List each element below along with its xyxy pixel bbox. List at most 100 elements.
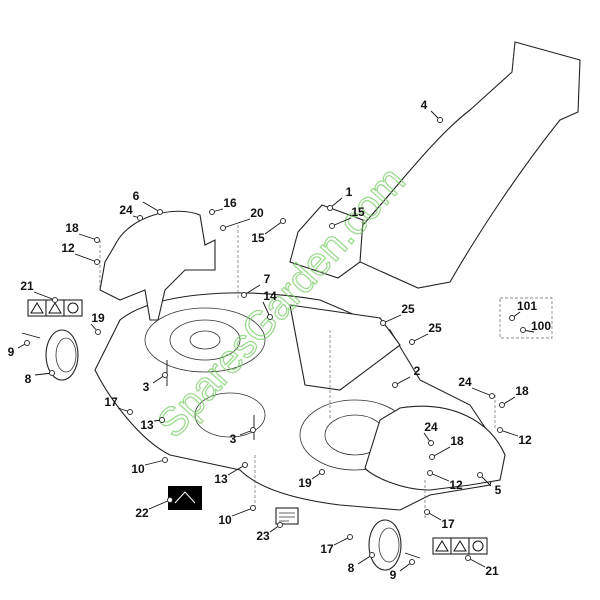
fastener bbox=[267, 314, 273, 320]
leader-line bbox=[33, 291, 56, 301]
part-callout-18[interactable]: 18 bbox=[65, 221, 79, 235]
fastener bbox=[424, 509, 430, 515]
part-callout-24[interactable]: 24 bbox=[458, 375, 472, 389]
mulch-flap[interactable] bbox=[289, 204, 364, 279]
leader-line bbox=[144, 459, 166, 466]
fastener bbox=[409, 559, 415, 565]
fastener bbox=[329, 223, 335, 229]
fastener bbox=[280, 218, 286, 224]
fastener bbox=[209, 209, 215, 215]
part-callout-10[interactable]: 10 bbox=[218, 513, 232, 527]
kit-box bbox=[499, 297, 553, 339]
part-callout-17[interactable]: 17 bbox=[320, 542, 334, 556]
fastener bbox=[162, 372, 168, 378]
part-callout-24[interactable]: 24 bbox=[119, 203, 133, 217]
leader-line bbox=[148, 499, 171, 510]
part-callout-15[interactable]: 15 bbox=[251, 231, 265, 245]
fastener bbox=[95, 329, 101, 335]
part-callout-16[interactable]: 16 bbox=[223, 196, 237, 210]
part-callout-17[interactable]: 17 bbox=[104, 395, 118, 409]
rear-guard[interactable] bbox=[99, 210, 216, 321]
leader-line bbox=[78, 233, 98, 241]
fastener bbox=[49, 370, 55, 376]
wheel-left[interactable] bbox=[45, 329, 79, 381]
fastener bbox=[242, 462, 248, 468]
part-callout-3[interactable]: 3 bbox=[143, 380, 150, 394]
part-callout-21[interactable]: 21 bbox=[485, 564, 499, 578]
fastener bbox=[159, 417, 165, 423]
leader-line bbox=[382, 314, 402, 324]
part-callout-4[interactable]: 4 bbox=[421, 98, 428, 112]
fastener bbox=[428, 440, 434, 446]
part-callout-9[interactable]: 9 bbox=[8, 345, 15, 359]
fastener bbox=[380, 320, 386, 326]
wheel-right[interactable] bbox=[368, 519, 402, 571]
part-callout-12[interactable]: 12 bbox=[61, 241, 75, 255]
decal-23[interactable] bbox=[275, 507, 299, 525]
part-callout-20[interactable]: 20 bbox=[250, 206, 264, 220]
leader-line bbox=[431, 446, 451, 458]
part-callout-23[interactable]: 23 bbox=[256, 529, 270, 543]
part-callout-13[interactable]: 13 bbox=[140, 418, 154, 432]
part-callout-18[interactable]: 18 bbox=[450, 434, 464, 448]
part-callout-8[interactable]: 8 bbox=[348, 561, 355, 575]
part-callout-100[interactable]: 100 bbox=[531, 319, 551, 333]
leader-line bbox=[74, 253, 98, 263]
fastener bbox=[241, 292, 247, 298]
leader-line bbox=[264, 220, 284, 235]
fastener bbox=[167, 497, 173, 503]
part-callout-6[interactable]: 6 bbox=[133, 189, 140, 203]
fastener bbox=[465, 555, 471, 561]
part-callout-18[interactable]: 18 bbox=[515, 384, 529, 398]
part-callout-15[interactable]: 15 bbox=[351, 205, 365, 219]
part-callout-25[interactable]: 25 bbox=[401, 302, 415, 316]
fastener bbox=[250, 427, 256, 433]
part-callout-12[interactable]: 12 bbox=[518, 433, 532, 447]
part-callout-13[interactable]: 13 bbox=[214, 472, 228, 486]
fastener bbox=[52, 297, 58, 303]
fastener bbox=[277, 522, 283, 528]
fastener bbox=[477, 472, 483, 478]
fastener bbox=[162, 457, 168, 463]
part-callout-1[interactable]: 1 bbox=[346, 185, 353, 199]
part-callout-2[interactable]: 2 bbox=[414, 364, 421, 378]
part-callout-19[interactable]: 19 bbox=[91, 311, 105, 325]
part-callout-19[interactable]: 19 bbox=[298, 476, 312, 490]
fastener bbox=[509, 315, 515, 321]
part-callout-14[interactable]: 14 bbox=[263, 289, 277, 303]
warning-decal-left[interactable] bbox=[27, 299, 83, 317]
warning-decal-right[interactable] bbox=[432, 537, 488, 555]
part-callout-21[interactable]: 21 bbox=[20, 279, 34, 293]
leader-line bbox=[467, 557, 486, 568]
fastener bbox=[347, 534, 353, 540]
leader-line bbox=[499, 429, 519, 437]
part-callout-10[interactable]: 10 bbox=[131, 462, 145, 476]
fastener bbox=[409, 339, 415, 345]
decal-22[interactable] bbox=[168, 486, 202, 510]
fastener bbox=[497, 427, 503, 433]
fastener bbox=[499, 402, 505, 408]
part-callout-12[interactable]: 12 bbox=[449, 478, 463, 492]
discharge-chute[interactable] bbox=[337, 41, 581, 289]
part-callout-101[interactable]: 101 bbox=[517, 299, 537, 313]
part-callout-8[interactable]: 8 bbox=[25, 372, 32, 386]
part-callout-22[interactable]: 22 bbox=[135, 506, 149, 520]
part-callout-24[interactable]: 24 bbox=[424, 420, 438, 434]
fastener bbox=[137, 215, 143, 221]
part-callout-7[interactable]: 7 bbox=[264, 272, 271, 286]
fastener bbox=[392, 382, 398, 388]
part-callout-3[interactable]: 3 bbox=[230, 432, 237, 446]
part-callout-5[interactable]: 5 bbox=[495, 483, 502, 497]
leader-line bbox=[331, 217, 352, 227]
leader-line bbox=[227, 464, 246, 476]
fastener bbox=[250, 505, 256, 511]
fastener bbox=[24, 340, 30, 346]
fastener bbox=[220, 225, 226, 231]
part-callout-17[interactable]: 17 bbox=[441, 517, 455, 531]
side-cover[interactable] bbox=[364, 405, 506, 491]
part-callout-25[interactable]: 25 bbox=[428, 321, 442, 335]
part-callout-9[interactable]: 9 bbox=[390, 568, 397, 582]
